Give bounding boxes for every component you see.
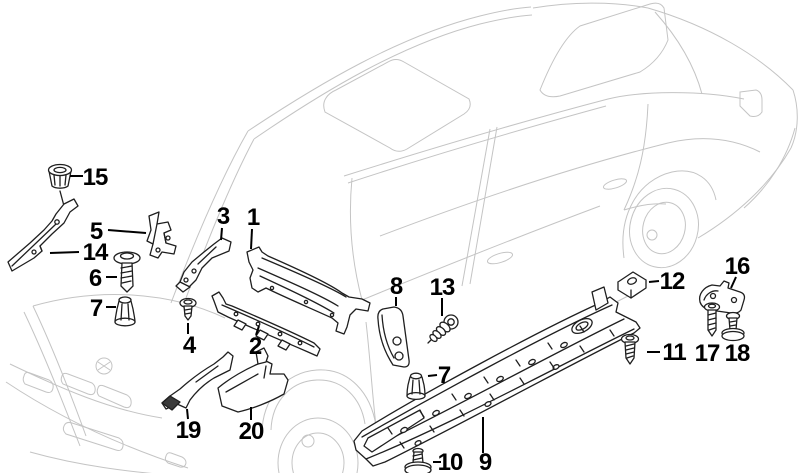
- part-4-plastic-rivet: [179, 297, 197, 321]
- leader-line-2: [255, 325, 260, 336]
- part-3-support-bracket: [175, 237, 232, 293]
- callout-16-bracket: 16: [725, 253, 750, 280]
- part-6-screw: [113, 251, 141, 293]
- part-7-expansion-clip: [114, 296, 136, 327]
- callout-7a-expansion-clip: 7: [90, 295, 103, 322]
- part-15-grommet: [47, 163, 73, 207]
- leader-lines: [49, 175, 737, 463]
- leader-line-7b: [427, 374, 438, 377]
- callout-8-gusset-plate: 8: [390, 273, 403, 300]
- part-20-front-duct-bracket: [217, 347, 289, 413]
- callout-2-lower-rail: 2: [249, 333, 262, 360]
- leader-line-12: [648, 280, 660, 283]
- part-13-screw: [427, 314, 459, 344]
- part-17-screw: [703, 302, 721, 337]
- callout-1-cowl-cover-panel: 1: [247, 204, 260, 231]
- part-1-cowl-cover-panel: [246, 246, 371, 335]
- callout-15-grommet: 15: [83, 164, 108, 191]
- part-5-corner-bracket: [146, 211, 177, 259]
- part-12-clip-nut: [617, 271, 647, 299]
- callout-12-clip-nut: 12: [660, 268, 685, 295]
- callout-17-screw: 17: [695, 340, 720, 367]
- callout-20-front-duct-bracket: 20: [239, 418, 264, 445]
- part-2-lower-rail: [211, 291, 321, 357]
- part-14-sill-strip: [7, 198, 79, 272]
- callout-7b-expansion-clip: 7: [438, 362, 451, 389]
- callout-3-support-bracket: 3: [217, 203, 230, 230]
- callout-5-corner-bracket: 5: [90, 218, 103, 245]
- part-19-front-bracket: [161, 351, 234, 411]
- part-11-screw: [620, 333, 640, 365]
- leader-line-19: [186, 408, 189, 420]
- callout-11-screw: 11: [662, 339, 686, 366]
- callout-6-screw: 6: [89, 265, 102, 292]
- part-8-gusset-plate: [377, 306, 410, 368]
- part-9-sill-underbody-panel: [353, 286, 641, 467]
- leader-line-14: [49, 251, 80, 254]
- callout-14-sill-strip: 14: [83, 239, 109, 266]
- leader-line-1: [250, 228, 253, 250]
- part-7b-expansion-clip: [406, 372, 426, 401]
- callout-9-sill-underbody-panel: 9: [479, 449, 492, 473]
- leader-line-5: [107, 229, 147, 234]
- part-18-screw-with-washer: [721, 311, 745, 342]
- part-10-screw-with-washer: [404, 447, 432, 473]
- leader-line-16: [730, 276, 737, 289]
- callout-19-front-bracket: 19: [176, 417, 201, 444]
- car-outline: [5, 2, 798, 473]
- callout-18-screw-with-washer: 18: [725, 340, 750, 367]
- callout-4-plastic-rivet: 4: [183, 332, 197, 359]
- callout-10-screw-with-washer: 10: [438, 449, 463, 473]
- leader-line-3: [220, 227, 223, 241]
- callout-13-screw: 13: [430, 274, 455, 301]
